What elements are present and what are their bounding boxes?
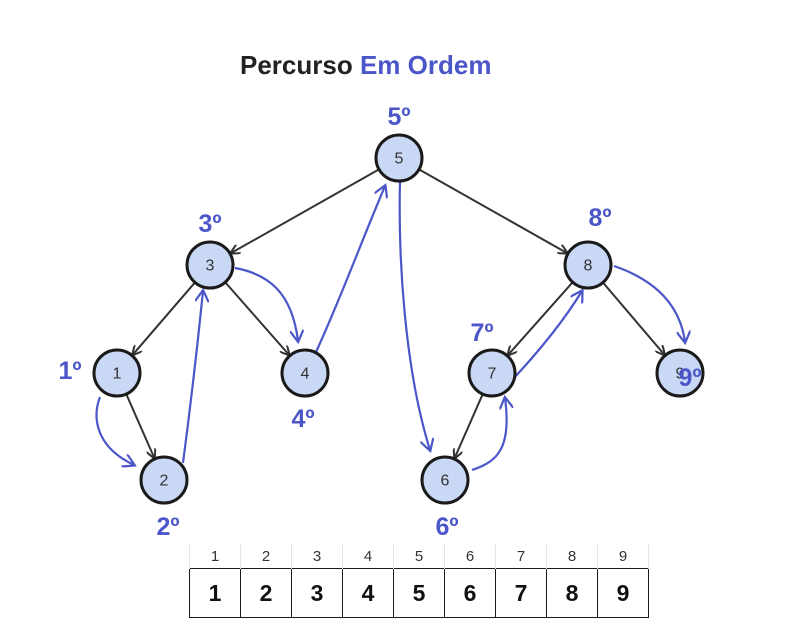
- node-label: 6: [441, 473, 450, 490]
- node-label: 4: [301, 366, 310, 383]
- tree-node-6: 6: [420, 455, 470, 505]
- node-circle: [374, 133, 424, 183]
- index-cell: 7: [495, 544, 547, 569]
- index-cell: 5: [393, 544, 445, 569]
- traversal-path: [95, 180, 685, 472]
- edge-8-7: [508, 281, 574, 355]
- tree-node-7: 7: [467, 348, 517, 398]
- trav-3-4: [234, 266, 298, 341]
- index-cell: 6: [444, 544, 496, 569]
- index-cell: 3: [291, 544, 343, 569]
- edge-5-8: [418, 168, 567, 253]
- tree-edges: [125, 168, 665, 458]
- visit-order-label: 8º: [588, 204, 611, 232]
- title-part-em-ordem: Em Ordem: [359, 50, 492, 80]
- value-cell: 1: [189, 568, 241, 618]
- value-cell: 9: [597, 568, 649, 618]
- tree-node-8: 8: [563, 240, 613, 290]
- edge-1-2: [125, 393, 154, 458]
- value-cell: 7: [495, 568, 547, 618]
- visit-order-label: 4º: [291, 405, 314, 433]
- node-label: 5: [395, 151, 404, 168]
- index-cell: 1: [189, 544, 241, 569]
- visit-order-label: 3º: [198, 210, 221, 238]
- node-circle: [280, 348, 330, 398]
- trav-2-3: [181, 291, 203, 464]
- index-cell: 2: [240, 544, 292, 569]
- node-circle: [139, 455, 189, 505]
- trav-6-7: [471, 398, 507, 472]
- visit-order-label: 9º: [678, 364, 701, 392]
- node-circle: [467, 348, 517, 398]
- edge-7-6: [455, 393, 484, 458]
- value-cell: 2: [240, 568, 292, 618]
- tree-node-2: 2: [139, 455, 189, 505]
- visit-order-label: 2º: [156, 513, 179, 541]
- value-cell: 6: [444, 568, 496, 618]
- node-circle: [655, 348, 705, 398]
- tree-node-5: 5: [374, 133, 424, 183]
- trav-5-6: [398, 180, 430, 450]
- edge-3-4: [224, 281, 289, 355]
- index-cell: 4: [342, 544, 394, 569]
- edge-3-1: [133, 281, 196, 354]
- index-cell: 9: [597, 544, 649, 569]
- edge-5-3: [231, 168, 380, 253]
- title-part-percurso: Percurso: [240, 50, 353, 80]
- index-cell: 8: [546, 544, 598, 569]
- node-circle: [420, 455, 470, 505]
- node-circle: [563, 240, 613, 290]
- visit-order-label: 1º: [58, 357, 81, 385]
- edge-8-9: [602, 281, 665, 355]
- node-label: 1: [113, 366, 122, 383]
- tree-node-9: 9: [655, 348, 705, 398]
- tree-nodes: 5 3 8 1 4 7 9 2 6: [92, 133, 705, 505]
- visit-order-label: 5º: [387, 103, 410, 131]
- tree-node-4: 4: [280, 348, 330, 398]
- trav-8-9: [613, 264, 685, 342]
- value-cell: 8: [546, 568, 598, 618]
- trav-4-5: [315, 186, 385, 353]
- tree-node-1: 1: [92, 348, 142, 398]
- node-label: 7: [488, 366, 497, 383]
- value-cell: 3: [291, 568, 343, 618]
- visit-order-labels: 5º 3º 8º 1º 4º 7º 9º 2º 6º: [58, 103, 701, 541]
- node-label: 2: [160, 473, 169, 490]
- diagram-title: Percurso Em Ordem: [240, 50, 491, 81]
- node-circle: [185, 240, 235, 290]
- node-label: 9: [676, 366, 685, 383]
- visit-order-label: 6º: [435, 513, 458, 541]
- value-cell: 5: [393, 568, 445, 618]
- node-circle: [92, 348, 142, 398]
- value-cell: 4: [342, 568, 394, 618]
- visit-order-label: 7º: [470, 319, 493, 347]
- trav-1-2: [95, 396, 134, 465]
- trav-7-8: [513, 291, 582, 379]
- node-label: 3: [206, 258, 215, 275]
- tree-node-3: 3: [185, 240, 235, 290]
- node-label: 8: [584, 258, 593, 275]
